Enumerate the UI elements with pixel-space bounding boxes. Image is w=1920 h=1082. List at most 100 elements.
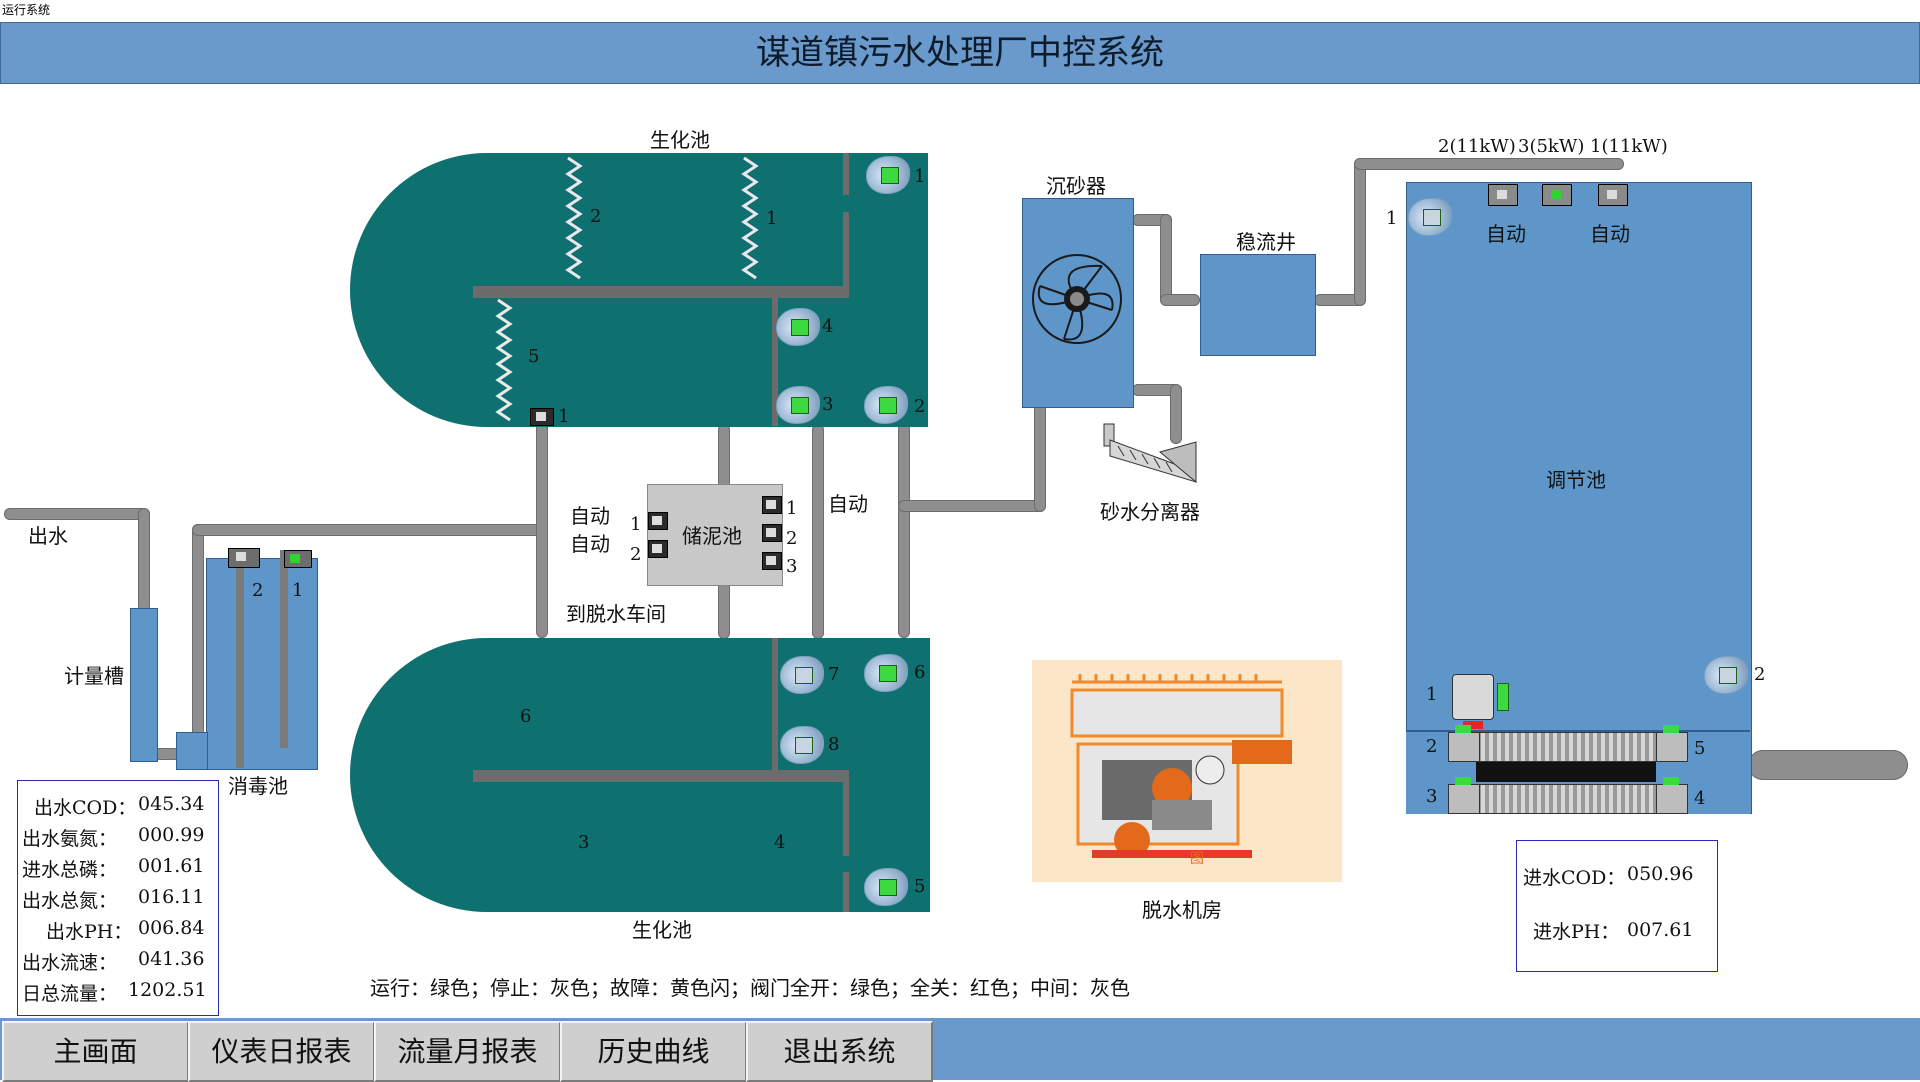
sludge-pump-right-1-label: 1: [786, 498, 798, 519]
inflow-cod-label: 进水COD：: [1523, 867, 1626, 889]
biochem-top-label: 生化池: [650, 128, 710, 152]
disinfect-pump-2[interactable]: [228, 548, 260, 568]
disinfection-inlet: [176, 732, 208, 770]
disinfection-pipe-1: [236, 550, 244, 768]
aerator-bot-6-label: 6: [914, 662, 926, 683]
metric-ph-value: 006.84: [138, 917, 205, 939]
metric-flowrate-label: 出水流速：: [22, 952, 118, 974]
diffuser-top-1: [741, 156, 759, 280]
disinfect-pump-2-label: 2: [252, 580, 264, 601]
aerator-top-3[interactable]: [776, 386, 820, 424]
metric-ph-label: 出水PH：: [46, 921, 133, 943]
blower-5-label: 5: [1694, 738, 1706, 759]
lift-pump-rating-3: 3(5kW): [1518, 136, 1585, 157]
dewatering-room-label: 脱水机房: [1142, 898, 1222, 922]
reg-aerator-1[interactable]: [1408, 198, 1452, 236]
lift-pump-1-auto: 自动: [1590, 222, 1630, 246]
lift-pump-3[interactable]: [1542, 184, 1572, 206]
aerator-bot-5-label: 5: [914, 876, 926, 897]
inflow-ph-value: 007.61: [1627, 919, 1694, 941]
blower-4-label: 4: [1694, 788, 1706, 809]
pipe-outflow-down: [138, 508, 150, 612]
biochem-bot-divider: [473, 770, 847, 782]
nav-main-screen-button[interactable]: 主画面: [2, 1021, 189, 1082]
blower-3[interactable]: [1448, 777, 1480, 814]
meter-trough-label: 计量槽: [64, 664, 124, 688]
grit-fan-icon: [1032, 254, 1122, 344]
sludge-pump-right-1[interactable]: [762, 496, 782, 514]
blower-divider: [1476, 762, 1656, 782]
aerator-bot-7[interactable]: [780, 656, 824, 694]
lift-pump-2[interactable]: [1488, 184, 1518, 206]
header-banner: 谋道镇污水处理厂中控系统: [0, 22, 1920, 84]
pipe-to-grit-v: [1034, 402, 1046, 512]
biochem-top-wall-a: [843, 153, 849, 195]
sludge-auto-right: 自动: [828, 492, 868, 516]
aerator-top-3-label: 3: [822, 394, 834, 415]
dewatering-machine-graphic: [1070, 674, 1292, 858]
disinfect-pump-1[interactable]: [284, 550, 312, 568]
blower-4[interactable]: [1656, 777, 1688, 814]
nav-history-curve-button[interactable]: 历史曲线: [560, 1021, 747, 1082]
pipe-grit-well-2: [1160, 214, 1172, 304]
aerator-bot-5[interactable]: [864, 868, 908, 906]
sludge-pump-right-3[interactable]: [762, 552, 782, 570]
pipe-disinfect-riser: [192, 524, 204, 758]
diffuser-label-3: 3: [578, 832, 590, 853]
stable-well-label: 稳流井: [1236, 230, 1296, 254]
aerator-top-2[interactable]: [864, 386, 908, 424]
aerator-top-4[interactable]: [776, 308, 820, 346]
aerator-top-1-label: 1: [914, 166, 926, 187]
sand-separator-icon: [1103, 423, 1197, 484]
stable-well: [1200, 254, 1316, 356]
blower-2[interactable]: [1448, 725, 1480, 762]
nav-exit-button[interactable]: 退出系统: [746, 1021, 933, 1082]
aerator-bot-8[interactable]: [780, 726, 824, 764]
nav-monthly-flow-button[interactable]: 流量月报表: [374, 1021, 561, 1082]
reg-aerator-1-label: 1: [1386, 208, 1398, 229]
metric-nitrogen-value: 016.11: [138, 886, 205, 908]
sludge-return-pump-1[interactable]: [530, 408, 554, 426]
sludge-pool-label: 储泥池: [682, 524, 742, 548]
reg-mixer-1[interactable]: [1452, 674, 1509, 729]
pipe-to-grit-h: [898, 500, 1046, 512]
sludge-pump-left-2[interactable]: [648, 540, 668, 558]
diffuser-top-5: [495, 298, 513, 422]
sludge-pump-right-2[interactable]: [762, 524, 782, 542]
metric-cod-value: 045.34: [138, 793, 205, 815]
pipe-grit-separator: [1132, 384, 1182, 396]
sludge-auto-1: 自动: [570, 504, 610, 528]
disinfection-pool-label: 消毒池: [228, 774, 288, 798]
metric-ammonia-value: 000.99: [138, 824, 205, 846]
blower-5[interactable]: [1656, 725, 1688, 762]
diffuser-top-2: [565, 156, 583, 280]
biochem-bot-wall-a: [772, 638, 778, 770]
sludge-auto-2: 自动: [570, 532, 610, 556]
sand-separator-label: 砂水分离器: [1100, 500, 1200, 524]
reg-mixer-1-label: 1: [1426, 684, 1438, 705]
pipe-outlet-right: [1748, 750, 1908, 780]
nav-daily-report-button[interactable]: 仪表日报表: [188, 1021, 375, 1082]
lift-pump-rating-1: 1(11kW): [1590, 136, 1668, 157]
diffuser-label-1: 1: [766, 208, 778, 229]
reg-aerator-2-label: 2: [1754, 664, 1766, 685]
diffuser-label-2: 2: [590, 206, 602, 227]
aerator-bot-8-label: 8: [828, 734, 840, 755]
biochem-bot-wall-c: [843, 872, 849, 912]
sludge-pump-left-1[interactable]: [648, 512, 668, 530]
sludge-pump-left-1-label: 1: [630, 514, 642, 535]
blower-3-label: 3: [1426, 786, 1438, 807]
lift-pump-1[interactable]: [1598, 184, 1628, 206]
pipe-outflow-top: [4, 508, 150, 520]
sludge-pump-right-2-label: 2: [786, 528, 798, 549]
window-title: 运行系统: [2, 3, 51, 17]
aerator-top-1[interactable]: [866, 156, 910, 194]
pipe-disinfect-top: [192, 524, 542, 536]
pipe-meter-link: [154, 748, 180, 760]
reg-aerator-2[interactable]: [1704, 656, 1748, 694]
metric-cod-label: 出水COD：: [34, 797, 137, 819]
disinfection-pool: [206, 558, 318, 770]
outflow-label: 出水: [28, 524, 68, 548]
pipe-center-left-vert: [536, 412, 548, 638]
aerator-bot-6[interactable]: [864, 654, 908, 692]
